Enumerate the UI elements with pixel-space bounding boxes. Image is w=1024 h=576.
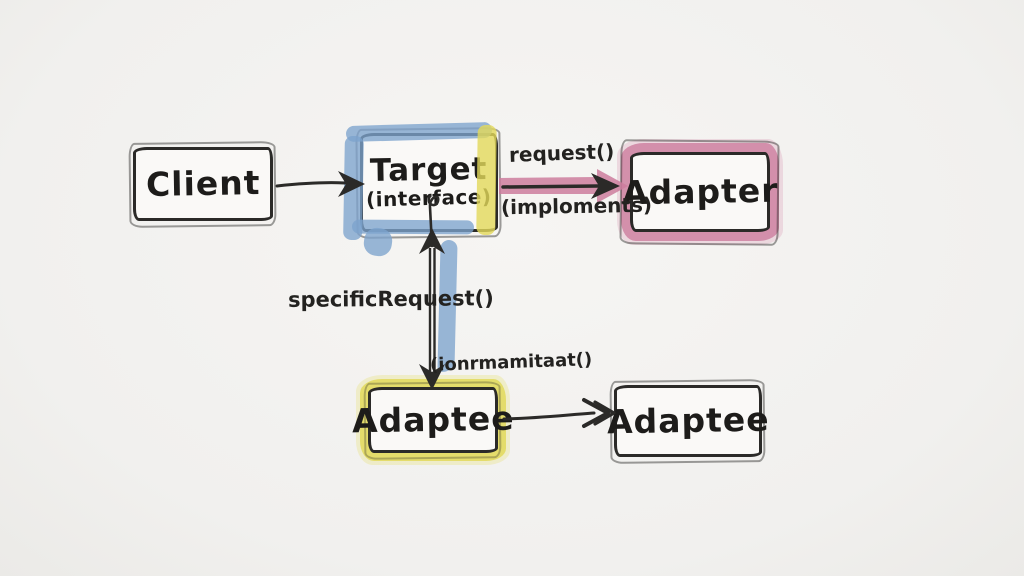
node-target-sublabel: (interface) (365, 184, 493, 212)
node-client: Client (133, 147, 273, 221)
edge-label-implements: (imploments) (500, 192, 653, 220)
node-adapter: Adapter (621, 152, 779, 232)
edge-label-scribble: (ionrmamitaat() (429, 349, 593, 376)
edge-label-specific-request: specificRequest() (287, 286, 494, 312)
arrow-adaptee-adaptee (502, 398, 616, 428)
node-adaptee-left: Adaptee (351, 387, 515, 453)
node-target-label: Target (369, 150, 488, 189)
arrow-client-target (275, 171, 365, 197)
node-adaptee-left-label: Adaptee (351, 398, 515, 441)
edge-label-request: request() (508, 139, 615, 167)
node-target: Target (interface) (360, 133, 498, 232)
node-adaptee-right-label: Adaptee (606, 399, 770, 442)
node-client-label: Client (145, 163, 261, 205)
node-adaptee-right: Adaptee (606, 385, 770, 457)
